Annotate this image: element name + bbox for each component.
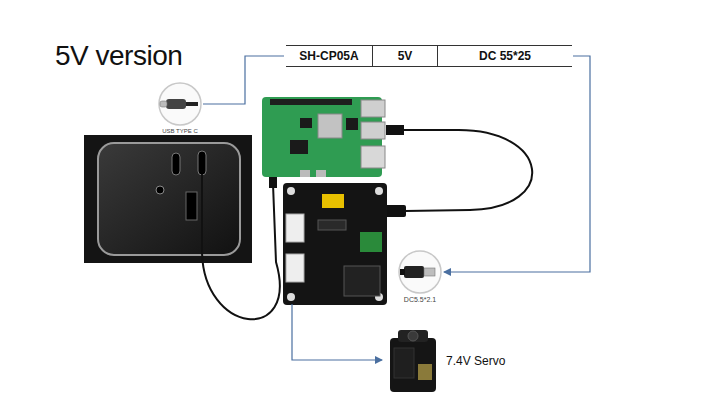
- dc-plug-icon: [398, 250, 442, 294]
- raspberry-pi-board: [262, 97, 385, 177]
- table-cell: 5V: [372, 46, 437, 66]
- table-cell: DC 55*25: [437, 46, 572, 66]
- node-usb: USB TYPE C: [152, 82, 208, 134]
- table-cell: SH-CP05A: [286, 46, 372, 66]
- part-label: USB TYPE C: [152, 128, 208, 134]
- node-servo: 7.4V Servo: [388, 328, 505, 394]
- connector: [203, 56, 284, 104]
- part-label: 7.4V Servo: [446, 354, 505, 368]
- part-label: DC5.5*2.1: [396, 296, 444, 303]
- diagram-title: 5V version: [55, 40, 182, 72]
- servo-adapter-board: [283, 183, 387, 305]
- leader-arrow: [292, 304, 382, 360]
- servo-picture: [388, 328, 438, 394]
- usb-cable: [400, 130, 532, 211]
- usb-cable: [202, 174, 280, 319]
- node-plug: DC5.5*2.1: [396, 250, 444, 303]
- usb-c-icon: [158, 82, 202, 126]
- spec-table-row: SH-CP05A5VDC 55*25: [286, 45, 572, 67]
- power-adapter: [84, 135, 252, 263]
- connector: [444, 56, 590, 272]
